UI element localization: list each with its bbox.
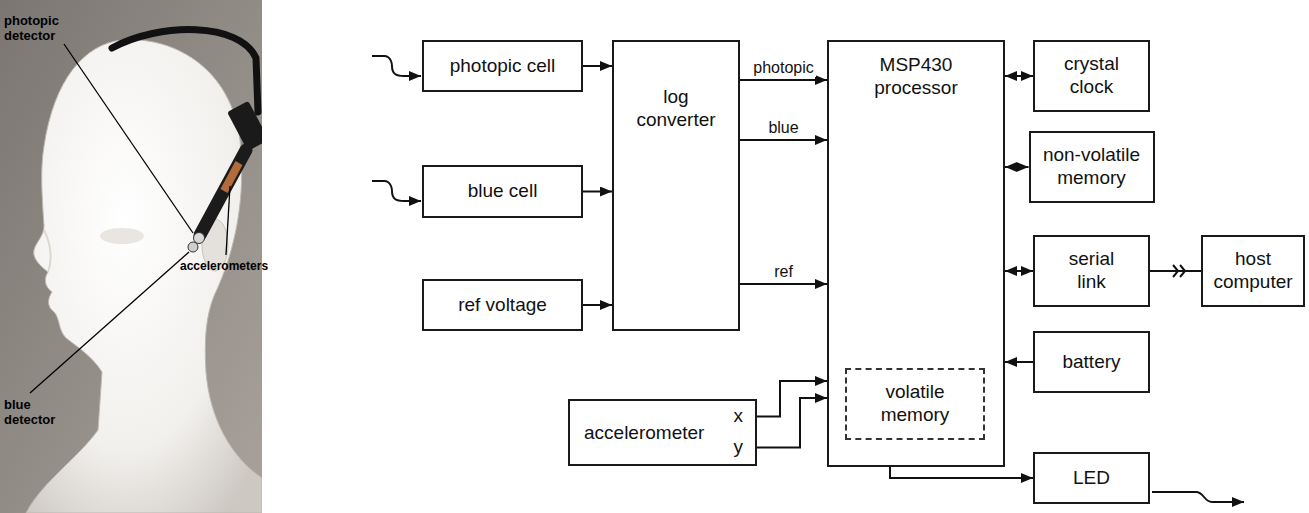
box-label: accelerometer	[584, 421, 704, 444]
connector-line	[740, 139, 827, 141]
block-box: accelerometer xy	[568, 399, 757, 466]
block-box: blue cell	[422, 165, 583, 218]
photopic-detector-lens	[194, 233, 205, 244]
signal-connector	[757, 398, 827, 447]
box-label: battery	[1062, 351, 1120, 374]
signal-name: blue	[768, 119, 798, 137]
eye-socket	[100, 228, 144, 244]
connector-line	[740, 79, 827, 81]
serial-chevron	[1180, 265, 1185, 277]
connector-line	[757, 398, 827, 447]
box-label: blue cell	[468, 180, 538, 203]
signal-connector	[1005, 271, 1033, 272]
callout-slot: blue detector	[4, 398, 62, 428]
nose-shading	[44, 230, 51, 272]
connector-line	[583, 65, 612, 67]
signal-label-patch: blue	[766, 119, 800, 137]
connector-line	[740, 283, 827, 285]
block-box: serial link	[1033, 235, 1150, 307]
block-box: log converter	[612, 40, 740, 331]
memory-region: volatile memory	[845, 368, 985, 440]
box-label: serial link	[1057, 248, 1127, 294]
headset-photo	[0, 0, 262, 513]
leader-line	[30, 252, 189, 393]
text-slot: y	[734, 436, 744, 459]
callout-label: accelerometers	[180, 260, 262, 274]
signal-connector	[1150, 265, 1201, 277]
headband	[112, 30, 258, 112]
light-arrows	[372, 56, 1244, 502]
connector-line	[1150, 270, 1201, 272]
connector-line	[1005, 75, 1033, 77]
block-box: photopic cell	[422, 40, 583, 92]
signal-connector	[1005, 362, 1033, 363]
block-box: LED	[1033, 452, 1150, 504]
signal-label-patch: photopic	[751, 59, 816, 77]
connector-line	[890, 467, 1033, 478]
text-slot: x	[734, 405, 744, 428]
leader-line	[64, 44, 193, 233]
box-label: MSP430 processor	[861, 54, 971, 100]
connector-line	[1005, 361, 1033, 363]
connector-line	[583, 191, 612, 193]
signal-connector	[740, 140, 827, 141]
signal-connector	[1005, 76, 1033, 77]
outgoing-light-arrow	[1152, 492, 1244, 502]
signal-connector	[583, 66, 612, 67]
leader-line	[226, 186, 230, 255]
port-name: y	[734, 436, 744, 459]
box-label: non-volatile memory	[1037, 144, 1147, 190]
box-label: photopic cell	[450, 55, 556, 78]
incoming-light-arrow	[372, 181, 421, 201]
block-box: crystal clock	[1033, 40, 1150, 112]
callout-slot: accelerometers	[180, 260, 262, 274]
sensor-tube	[200, 150, 246, 235]
port-name: x	[734, 405, 744, 428]
signal-connector	[1005, 167, 1029, 168]
photo-background	[0, 0, 262, 513]
device-clip	[227, 101, 262, 151]
block-box: non-volatile memory	[1029, 131, 1155, 203]
connector-line	[583, 304, 612, 306]
text-slot: accelerometer	[584, 421, 704, 444]
callout-label: blue detector	[4, 398, 62, 428]
signal-connector	[583, 191, 612, 192]
box-label: crystal clock	[1052, 53, 1132, 99]
box-label: host computer	[1209, 248, 1297, 294]
signal-label-patch: ref	[772, 263, 795, 281]
copper-rod	[224, 163, 239, 191]
box-label: ref voltage	[458, 294, 547, 317]
blue-detector-lens	[188, 242, 198, 252]
signal-connector	[890, 467, 1033, 478]
mannequin-head	[26, 40, 262, 513]
signal-connector	[740, 80, 827, 81]
signal-name: ref	[774, 263, 793, 281]
block-box: MSP430 processor volatile memory	[827, 40, 1005, 467]
callout-slot: photopic detector	[4, 14, 76, 44]
connector-line	[1005, 166, 1029, 168]
box-label: log converter	[629, 86, 724, 132]
signal-connector	[583, 305, 612, 306]
box-label: LED	[1073, 467, 1110, 490]
block-box: host computer	[1201, 235, 1305, 307]
callout-label: photopic detector	[4, 14, 76, 44]
incoming-light-arrow	[372, 56, 421, 76]
serial-chevron	[1173, 265, 1178, 277]
signal-connector	[740, 284, 827, 285]
block-box: battery	[1033, 331, 1150, 393]
signal-name: photopic	[753, 59, 814, 77]
box-label: volatile memory	[870, 381, 960, 427]
connector-line	[1005, 270, 1033, 272]
block-box: ref voltage	[422, 279, 583, 331]
